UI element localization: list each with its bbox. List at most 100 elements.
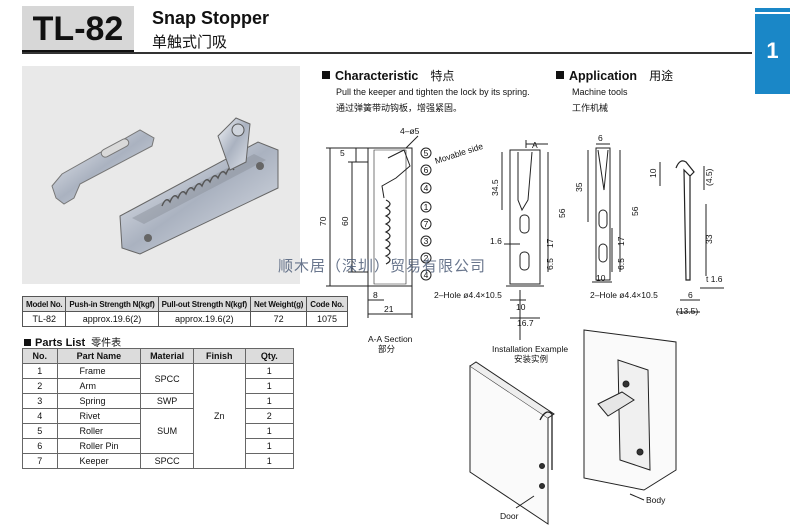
- table-row: 2 Arm 1: [22, 378, 295, 394]
- dim-35: 35: [574, 182, 584, 192]
- part-finish: Zn: [192, 363, 246, 469]
- parts-header-no: No.: [22, 348, 58, 364]
- callout-number: 4: [424, 270, 429, 280]
- callout-number: 1: [424, 202, 429, 212]
- spring-outline: [384, 199, 391, 265]
- table-row: 7 Keeper SPCC 1: [22, 453, 295, 469]
- keeper-hole: [598, 209, 608, 229]
- parts-header-finish: Finish: [192, 348, 246, 364]
- dim-10: 10: [516, 302, 526, 312]
- dim-34-5: 34.5: [490, 179, 500, 196]
- front-view-inner: [373, 149, 407, 285]
- callout-circles: [420, 147, 432, 281]
- application-title-zh: 用途: [649, 69, 674, 83]
- side-view-hole: [519, 214, 530, 234]
- dim-t-1-6: t 1.6: [706, 274, 723, 284]
- parts-title-en: Parts List: [35, 337, 86, 349]
- side-tab-stripe: [755, 8, 790, 12]
- square-bullet-icon: [556, 71, 564, 79]
- characteristic-title-zh: 特点: [430, 69, 455, 83]
- callout-number: 3: [424, 236, 429, 246]
- dim-6: 6: [688, 290, 693, 300]
- model-badge: TL-82: [22, 6, 134, 53]
- watermark-text: 顺木居（深圳）贸易有限公司: [278, 258, 487, 275]
- dim-56: 56: [557, 208, 567, 218]
- application-text-zh: 工作机械: [572, 103, 609, 113]
- installation-drawing: [469, 329, 677, 525]
- keeper-hole: [598, 243, 608, 263]
- spec-code: 1075: [306, 311, 348, 327]
- application-text-en: Machine tools: [572, 87, 628, 97]
- dim-70: 70: [318, 216, 328, 226]
- dim-4-5: (4.5): [704, 168, 714, 186]
- spec-weight: 72: [250, 311, 308, 327]
- callout-number: 6: [424, 165, 429, 175]
- dim-17: 17: [616, 236, 626, 246]
- install-title-zh: 安装实例: [514, 354, 548, 364]
- parts-title-zh: 零件表: [91, 338, 122, 349]
- dim-33: 33: [704, 234, 714, 244]
- installed-frame: [617, 359, 651, 471]
- table-row: 1 Frame SPCC Zn 1: [22, 363, 295, 469]
- hole-note: 2–Hole ø4.4×10.5: [434, 290, 502, 300]
- side-view-hole: [519, 251, 530, 271]
- dim-holes: 4–ø5: [400, 126, 420, 136]
- front-view-frame: [367, 147, 413, 287]
- square-bullet-icon: [24, 339, 31, 346]
- section-label: A-A Section: [368, 334, 413, 344]
- dim-6-5: 6.5: [616, 258, 626, 270]
- dim-6-5: 6.5: [545, 258, 555, 270]
- model-code: TL-82: [32, 10, 124, 48]
- product-title-zh: 单触式门吸: [152, 34, 228, 51]
- spec-model: TL-82: [21, 311, 67, 327]
- dim-10: 10: [596, 273, 606, 283]
- dim-1-6: 1.6: [490, 236, 502, 246]
- installed-keeper: [539, 411, 553, 470]
- section-marker: A: [532, 140, 538, 150]
- callout-number: 7: [424, 219, 429, 229]
- keeper-side-view: [675, 160, 695, 281]
- movable-side-label: Movable side: [434, 141, 485, 166]
- dim-21: 21: [384, 304, 394, 314]
- callout-number: 2: [424, 253, 429, 263]
- parts-table: No. Part Name Material Finish Qty. 1 Fra…: [22, 348, 295, 469]
- product-photo: [22, 66, 300, 284]
- callout-number: 5: [424, 148, 429, 158]
- parts-header-name: Part Name: [56, 348, 142, 364]
- dim-60: 60: [340, 216, 350, 226]
- section-tab[interactable]: [755, 14, 790, 94]
- product-title: Snap Stopper: [152, 8, 270, 28]
- dim-13-5: (13.5): [676, 306, 698, 316]
- part-qty: 1: [244, 453, 295, 469]
- characteristic-text-zh: 通过弹簧带动钩板，增强紧固。: [336, 103, 463, 113]
- dim-16-7: 16.7: [517, 318, 534, 328]
- dim-56: 56: [630, 206, 640, 216]
- header-divider: [22, 52, 752, 54]
- part-name: Roller Pin: [56, 438, 142, 454]
- characteristic-text-en: Pull the keeper and tighten the lock by …: [336, 87, 530, 97]
- dim-5: 5: [340, 148, 345, 158]
- dim-6: 6: [598, 133, 603, 143]
- keeper-front-view: [595, 147, 611, 281]
- arm-outline: [381, 149, 411, 199]
- installed-arm: [597, 391, 635, 417]
- body-label: Body: [646, 495, 666, 505]
- install-title: Installation Example: [492, 344, 568, 354]
- parts-list-title: Parts List 零件表: [24, 334, 121, 349]
- parts-header-qty: Qty.: [244, 348, 295, 364]
- callout-numbers: 5 6 4 1 7 3 2 4: [424, 148, 429, 280]
- spec-header-code: Code No.: [306, 296, 348, 312]
- dim-8: 8: [373, 290, 378, 300]
- side-view-slot: [517, 151, 533, 212]
- callout-number: 4: [424, 183, 429, 193]
- dim-17: 17: [545, 238, 555, 248]
- part-material: SPCC: [140, 453, 194, 469]
- hole-note: 2–Hole ø4.4×10.5: [590, 290, 658, 300]
- door-label: Door: [500, 511, 519, 521]
- section-label-zh: 部分: [378, 344, 396, 354]
- dim-10: 10: [648, 168, 658, 178]
- side-view-frame: [509, 149, 541, 285]
- spec-header-push: Push-in Strength N(kgf): [65, 296, 159, 312]
